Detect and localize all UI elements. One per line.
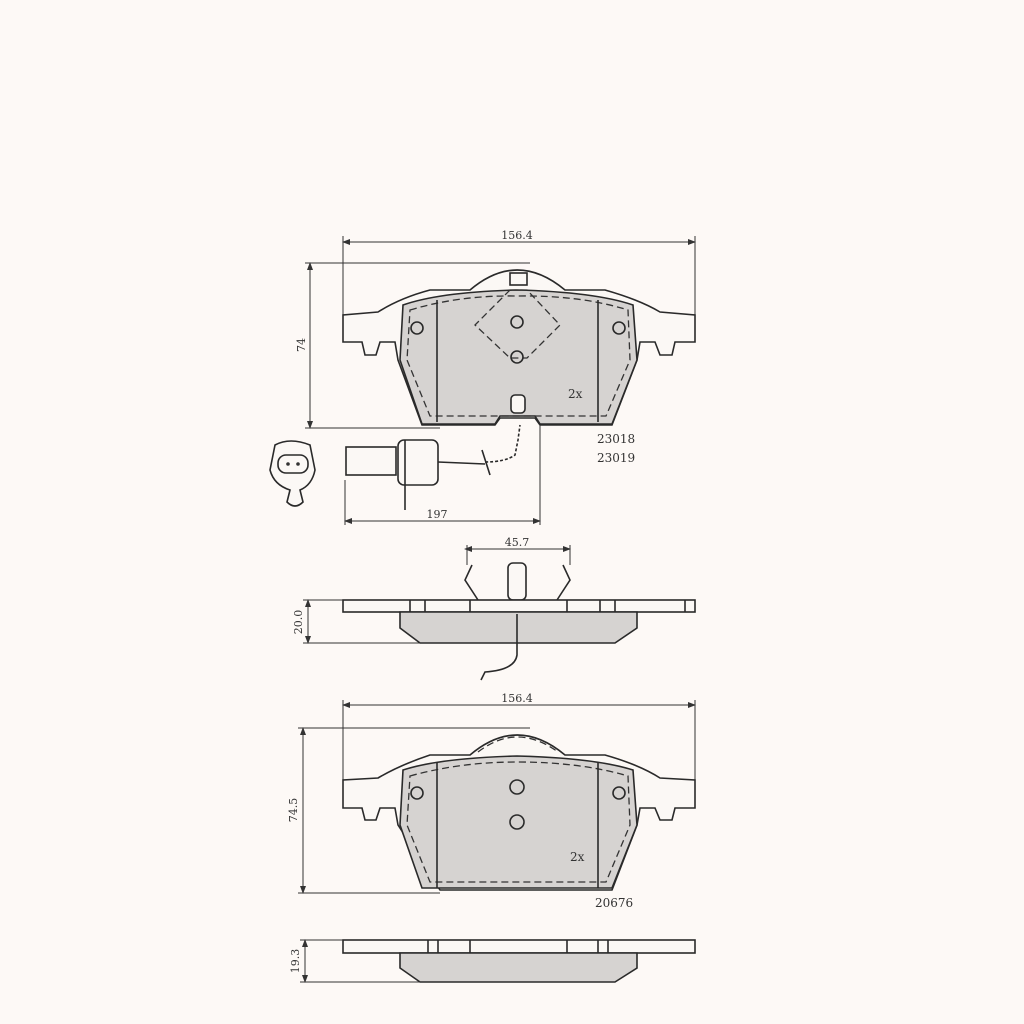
side-view-2: 19.3 (289, 939, 696, 983)
sensor-plug (345, 446, 397, 476)
mounting-hole (509, 814, 525, 830)
part-number: 23019 (597, 451, 635, 465)
friction-material (399, 289, 638, 425)
height-dimension-label: 74 (295, 338, 308, 352)
spring-width-label: 45.7 (505, 536, 530, 549)
backing-plate (342, 939, 696, 954)
backing-plate (342, 599, 696, 613)
mounting-hole (509, 779, 525, 795)
sensor-clip (509, 272, 528, 286)
pin-hole (612, 321, 626, 335)
thickness-label: 19.3 (289, 949, 302, 974)
pin-hole (612, 786, 626, 800)
wear-sensor: 197 (269, 424, 541, 525)
friction-material (399, 755, 638, 889)
part-number: 23018 (597, 432, 635, 446)
bottom-pad-front-view: 156.4 74.5 2x 20676 (287, 692, 696, 910)
part-number: 20676 (595, 896, 633, 910)
sensor-length-label: 197 (427, 508, 448, 521)
pin-hole (410, 321, 424, 335)
top-pad-front-view: 156.4 74 2x 23018 23019 (295, 229, 696, 465)
mounting-hole (510, 315, 524, 329)
quantity-label: 2x (568, 387, 583, 401)
height-dimension-label: 74.5 (287, 798, 300, 823)
friction-material (399, 611, 638, 644)
width-dimension-label: 156.4 (501, 229, 533, 242)
mounting-hole (510, 350, 524, 364)
sensor-clip (507, 562, 527, 601)
width-dimension-label: 156.4 (501, 692, 533, 705)
side-view-1: 45.7 20.0 (292, 536, 696, 681)
pin-hole (410, 786, 424, 800)
friction-material (399, 952, 638, 983)
thickness-label: 20.0 (292, 610, 305, 635)
quantity-label: 2x (570, 850, 585, 864)
